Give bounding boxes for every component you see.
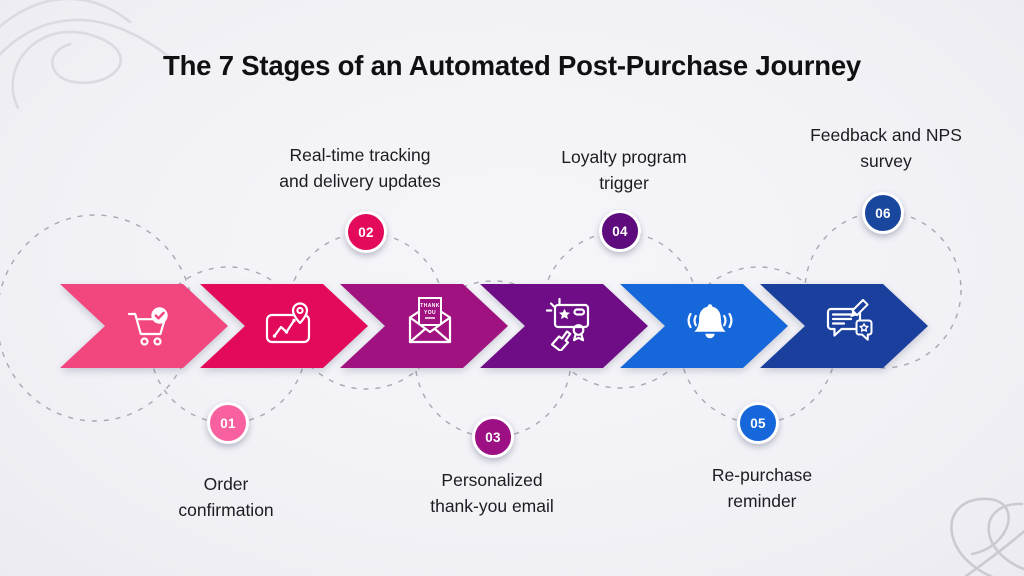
stage-arrow-2: [200, 284, 368, 368]
stage-arrows: [60, 284, 928, 368]
stage-arrow-6: [760, 284, 928, 368]
svg-text:YOU: YOU: [424, 310, 436, 316]
page-title: The 7 Stages of an Automated Post-Purcha…: [162, 50, 862, 81]
cart-check-icon: [122, 307, 168, 358]
stage-badge-2: 02: [345, 211, 387, 253]
stage-badge-5: 05: [737, 402, 779, 444]
stage-badge-6: 06: [862, 192, 904, 234]
bell-icon: [682, 304, 738, 339]
loyalty-card-icon: [542, 295, 598, 351]
swirl-bottom-right-icon: [950, 497, 1024, 576]
stage-number: 02: [358, 224, 374, 240]
stage-badge-3: 03: [472, 416, 514, 458]
stage-number: 05: [750, 415, 766, 431]
thank-you-email-icon: THANK YOU: [402, 295, 458, 351]
stage-number: 06: [875, 205, 891, 221]
stage-number: 04: [612, 223, 628, 239]
tracking-map-icon: [262, 300, 318, 356]
svg-text:THANK: THANK: [420, 303, 440, 309]
stage-number: 01: [220, 415, 236, 431]
stage-badge-1: 01: [207, 402, 249, 444]
stage-number: 03: [485, 429, 501, 445]
stage-arrow-1: [60, 284, 228, 368]
feedback-chat-icon: [822, 297, 878, 353]
stage-badge-4: 04: [599, 210, 641, 252]
swirl-top-left-icon: [0, 0, 170, 110]
